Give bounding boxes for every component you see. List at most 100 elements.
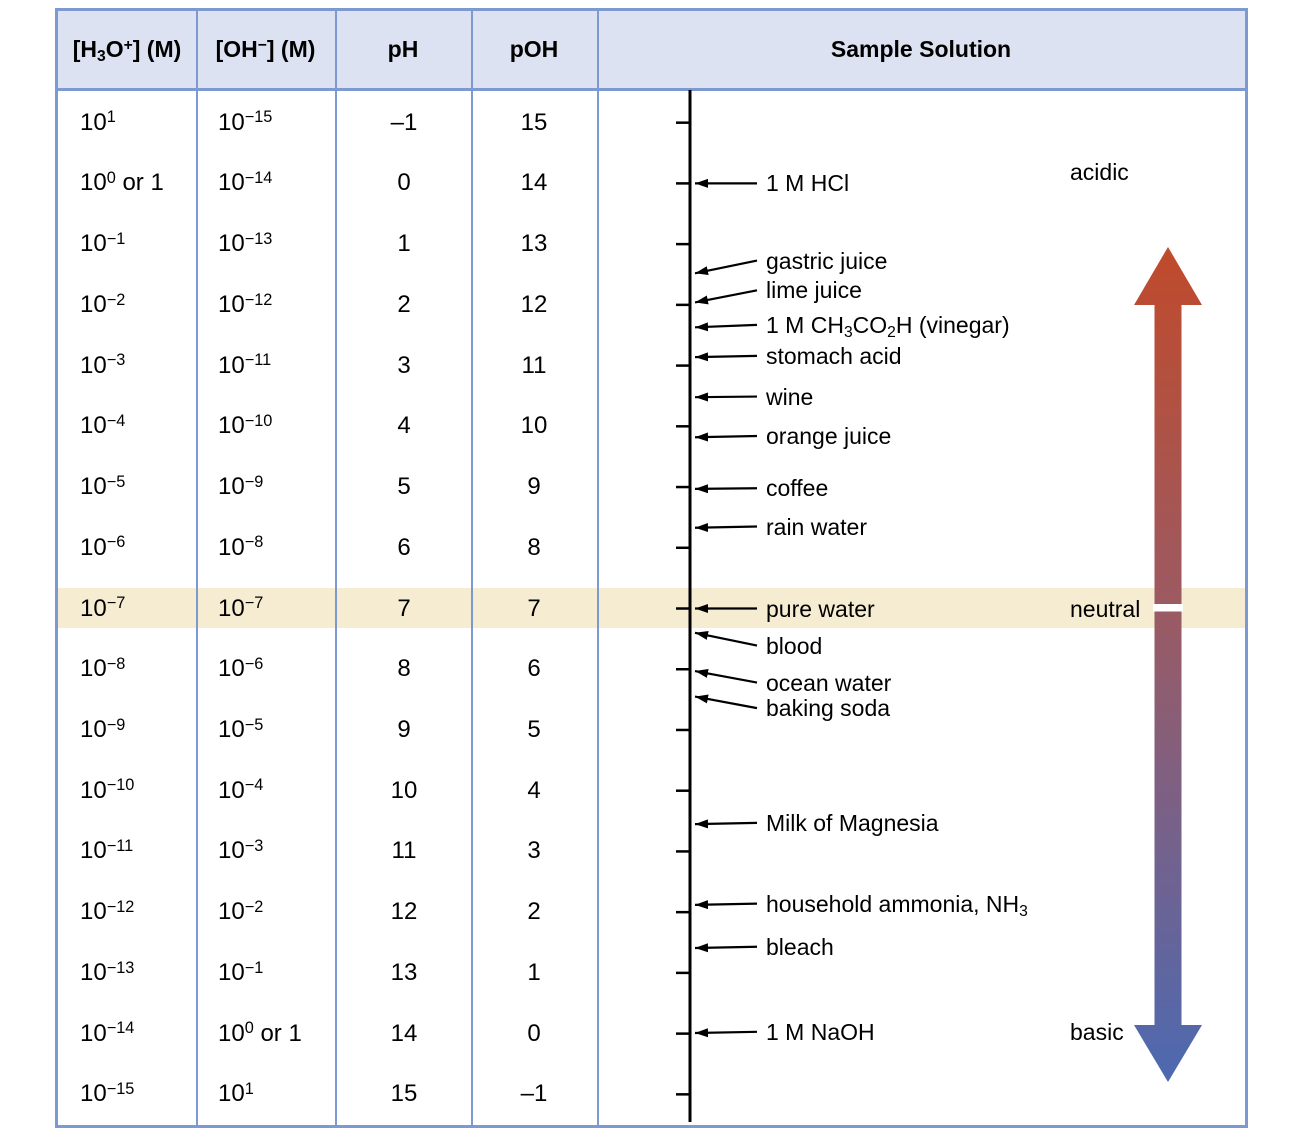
sample-label: wine xyxy=(766,383,814,410)
superscript: −13 xyxy=(106,958,135,977)
table-header-row xyxy=(55,8,1248,91)
poh-cell: 1 xyxy=(527,958,541,986)
superscript: −13 xyxy=(244,229,273,248)
sample-label: rain water xyxy=(766,513,867,540)
oh-cell: 10−5 xyxy=(218,715,264,743)
sample-label: 1 M CH3CO2H (vinegar) xyxy=(766,311,1010,342)
neutral-band xyxy=(58,588,1245,628)
h3o-cell: 10−14 xyxy=(80,1019,135,1047)
sample-label: gastric juice xyxy=(766,247,888,274)
zone-label-acidic: acidic xyxy=(1070,158,1129,185)
superscript: −10 xyxy=(106,776,135,795)
poh-cell: 0 xyxy=(527,1019,541,1047)
poh-cell: –1 xyxy=(520,1080,548,1108)
superscript: −1 xyxy=(244,958,264,977)
oh-cell: 10−9 xyxy=(218,472,264,501)
sample-label: coffee xyxy=(766,475,829,502)
poh-cell: 11 xyxy=(521,351,547,379)
sample-label: 1 M NaOH xyxy=(766,1018,875,1045)
sample-label: pure water xyxy=(766,595,875,622)
header-h3o: [H3O+] (M) xyxy=(72,36,182,66)
h3o-cell: 10−1 xyxy=(80,229,126,258)
h3o-cell: 10−4 xyxy=(80,411,126,440)
sample-label: ocean water xyxy=(766,669,892,696)
superscript: −6 xyxy=(244,654,264,673)
ph-cell: 6 xyxy=(397,533,411,561)
superscript: −8 xyxy=(106,654,126,673)
oh-cell: 10−7 xyxy=(218,594,264,622)
ph-cell: 5 xyxy=(397,473,411,501)
ph-cell: –1 xyxy=(390,108,418,136)
subscript: 3 xyxy=(1019,903,1028,921)
h3o-cell: 10−12 xyxy=(80,897,135,926)
superscript: −1 xyxy=(106,229,126,248)
sample-label: Milk of Magnesia xyxy=(766,809,939,836)
h3o-cell: 10−5 xyxy=(80,472,126,501)
sample-label: baking soda xyxy=(766,695,891,722)
column-divider xyxy=(471,8,473,1128)
superscript: −11 xyxy=(244,351,272,370)
ph-cell: 11 xyxy=(391,837,417,865)
h3o-cell: 10−11 xyxy=(80,837,134,865)
h3o-cell: 10−6 xyxy=(80,533,126,561)
zone-label-basic: basic xyxy=(1070,1018,1124,1045)
superscript: −2 xyxy=(106,290,126,309)
ph-cell: 3 xyxy=(397,351,411,379)
poh-cell: 7 xyxy=(527,594,541,622)
ph-cell: 13 xyxy=(390,958,418,986)
poh-cell: 12 xyxy=(520,290,548,318)
superscript: −11 xyxy=(106,837,134,856)
superscript: −4 xyxy=(244,776,264,795)
poh-cell: 9 xyxy=(527,473,541,501)
poh-cell: 3 xyxy=(527,837,541,865)
superscript: −2 xyxy=(244,897,264,916)
superscript: + xyxy=(123,36,133,54)
superscript: −6 xyxy=(106,533,126,552)
poh-cell: 10 xyxy=(520,412,548,440)
superscript: 1 xyxy=(244,1080,254,1098)
superscript: 1 xyxy=(106,108,116,127)
ph-cell: 10 xyxy=(390,776,418,804)
superscript: −9 xyxy=(244,472,264,491)
superscript: −14 xyxy=(244,169,273,188)
ph-cell: 0 xyxy=(397,169,411,197)
column-divider xyxy=(597,8,599,1128)
oh-cell: 101 xyxy=(218,1080,254,1108)
h3o-cell: 10−2 xyxy=(80,290,126,318)
oh-cell: 10−14 xyxy=(218,169,273,197)
sample-label: household ammonia, NH3 xyxy=(766,890,1028,921)
header-poh: pOH xyxy=(509,36,559,62)
superscript: −3 xyxy=(106,351,126,370)
superscript: −12 xyxy=(106,897,135,916)
ph-cell: 4 xyxy=(397,412,411,440)
superscript: −15 xyxy=(106,1080,135,1098)
h3o-cell: 100 or 1 xyxy=(80,169,164,197)
h3o-cell: 101 xyxy=(80,108,116,136)
ph-cell: 9 xyxy=(397,715,411,743)
subscript: 3 xyxy=(843,324,853,342)
oh-cell: 10−11 xyxy=(218,351,272,379)
oh-cell: 10−13 xyxy=(218,229,273,258)
zone-label-neutral: neutral xyxy=(1070,595,1141,622)
superscript: −15 xyxy=(244,108,273,127)
sample-label: orange juice xyxy=(766,423,892,450)
h3o-cell: 10−10 xyxy=(80,776,135,804)
oh-cell: 10−8 xyxy=(218,533,264,561)
sample-label: blood xyxy=(766,632,823,659)
oh-cell: 10−12 xyxy=(218,290,273,318)
superscript: −10 xyxy=(244,411,273,430)
ph-cell: 8 xyxy=(397,655,411,683)
h3o-cell: 10−8 xyxy=(80,654,126,683)
ph-cell: 7 xyxy=(397,594,411,622)
poh-cell: 5 xyxy=(527,715,541,743)
superscript: −7 xyxy=(244,594,264,613)
ph-cell: 1 xyxy=(397,230,411,258)
oh-cell: 10−3 xyxy=(218,837,264,865)
ph-cell: 12 xyxy=(390,898,418,926)
poh-cell: 2 xyxy=(527,898,541,926)
oh-cell: 10−2 xyxy=(218,897,264,926)
ph-cell: 2 xyxy=(397,290,411,318)
superscript: 0 xyxy=(106,169,116,188)
superscript: −14 xyxy=(106,1019,135,1038)
